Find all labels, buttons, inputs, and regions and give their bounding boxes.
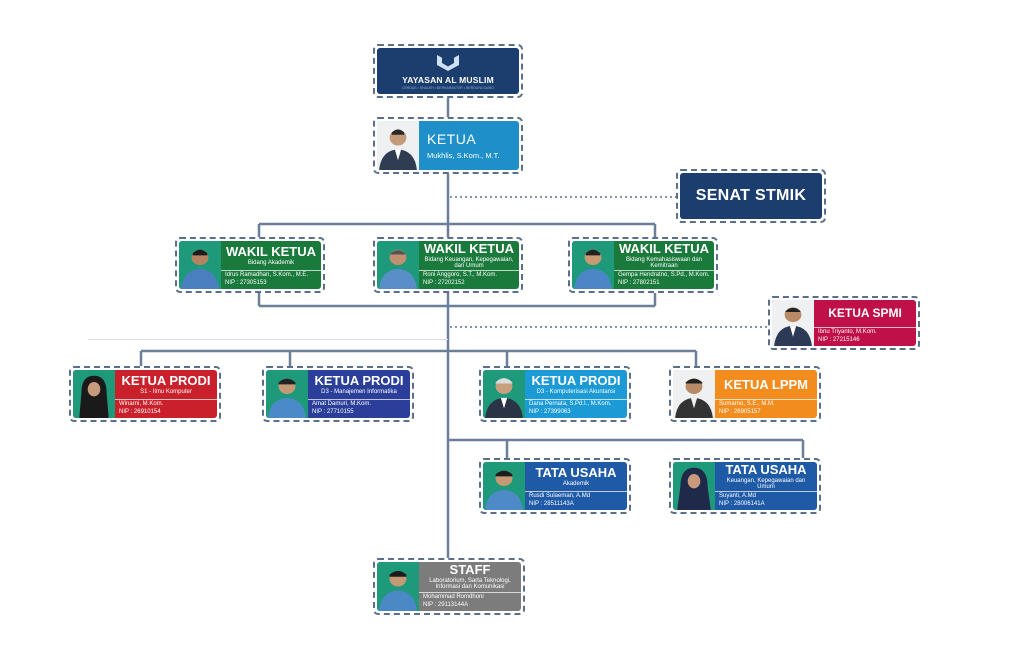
wakil-ketua-kemahasiswaan-name: Gempa Hendratno, S.Pd., M.Kom. — [618, 272, 710, 278]
wakil-ketua-akademik-photo — [179, 241, 221, 289]
ketua-prodi-ka-role: KETUA PRODI — [531, 373, 621, 389]
tata-usaha-akademik-bidang: Akademik — [562, 480, 590, 487]
ketua-prodi-ka-card: KETUA PRODI D3 - Komputerisasi Akuntansi… — [479, 366, 631, 422]
wakil-ketua-akademik-card: WAKIL KETUA Bidang Akademik Idrus Ramadh… — [175, 237, 325, 293]
ketua-prodi-mi-role: KETUA PRODI — [314, 373, 404, 389]
senat-stmik-card: SENAT STMIK — [676, 169, 826, 223]
tata-usaha-akademik-role: TATA USAHA — [535, 465, 617, 481]
ketua-prodi-ka-nip: NIP : 27399063 — [529, 408, 571, 415]
ketua-prodi-mi-program: D3 - Manajemen Informatika — [321, 388, 397, 395]
wakil-ketua-keuangan-nip: NIP : 27202152 — [423, 279, 465, 286]
tata-usaha-keuangan-nip: NIP : 28006141A — [719, 500, 765, 507]
ketua-spmi-name: Ibnu Triyanto, M.Kom. — [818, 329, 877, 335]
wakil-ketua-akademik-name: Idrus Ramadhan, S.Kom., M.E. — [225, 272, 309, 278]
ketua-lppm-photo — [673, 370, 715, 418]
ketua-prodi-s1-card: KETUA PRODI S1 - Ilmu Komputer Winarni, … — [69, 366, 221, 422]
wakil-ketua-akademik-bidang: Bidang Akademik — [247, 259, 295, 266]
yayasan-logo-icon — [437, 54, 459, 71]
ketua-spmi-card: KETUA SPMI Ibnu Triyanto, M.Kom. NIP : 2… — [768, 296, 920, 350]
yayasan-logo-card: YAYASAN AL MUSLIM CERDAS • SHALEH • BERK… — [373, 44, 523, 98]
ketua-prodi-s1-nip: NIP : 26910154 — [119, 408, 161, 415]
staff-bidang: Laboratorium, Sarta Teknologi, Informasi… — [429, 578, 511, 591]
ketua-prodi-s1-program: S1 - Ilmu Komputer — [140, 388, 192, 395]
ketua-prodi-ka-name: Dana Pernata, S.Pd.I., M.Kom. — [529, 401, 612, 407]
tata-usaha-keuangan-photo — [673, 462, 715, 510]
ketua-prodi-s1-photo — [73, 370, 115, 418]
ketua-prodi-s1-name: Winarni, M.Kom. — [119, 401, 164, 407]
ketua-spmi-photo — [772, 300, 814, 346]
staff-card: STAFF Laboratorium, Sarta Teknologi, Inf… — [373, 558, 525, 615]
yayasan-tagline: CERDAS • SHALEH • BERKARAKTER • BERDAYA … — [401, 85, 495, 90]
ketua-prodi-ka-photo — [483, 370, 525, 418]
wakil-ketua-keuangan-bidang: Bidang Keuangan, Kepegawaian, dan Umum — [424, 256, 514, 269]
tata-usaha-keuangan-role: TATA USAHA — [725, 462, 807, 477]
ketua-prodi-mi-photo — [266, 370, 308, 418]
separator-line — [88, 339, 448, 340]
ketua-card: KETUA Mukhlis, S.Kom., M.T. — [373, 117, 523, 174]
ketua-lppm-role: KETUA LPPM — [723, 376, 809, 392]
wakil-ketua-kemahasiswaan-photo — [572, 241, 614, 289]
wakil-ketua-kemahasiswaan-card: WAKIL KETUA Bidang Kemahasiswaan dan Kem… — [568, 237, 718, 293]
senat-label: SENAT STMIK — [695, 187, 807, 204]
ketua-spmi-role: KETUA SPMI — [828, 306, 902, 321]
tata-usaha-akademik-nip: NIP : 28511143A — [529, 500, 574, 507]
yayasan-name: YAYASAN AL MUSLIM — [402, 74, 494, 85]
tata-usaha-akademik-card: TATA USAHA Akademik Rusdi Sulaeman, A.Md… — [479, 458, 631, 514]
staff-name: Mohammad Romdhoni — [423, 594, 484, 600]
wakil-ketua-kemahasiswaan-role: WAKIL KETUA — [618, 241, 710, 256]
wakil-ketua-akademik-role: WAKIL KETUA — [225, 244, 317, 260]
tata-usaha-keuangan-name: Suyanti, A.Md — [719, 493, 757, 499]
ketua-prodi-ka-program: D3 - Komputerisasi Akuntansi — [536, 388, 616, 395]
wakil-ketua-keuangan-name: Roni Anggoro, S.T., M.Kom. — [423, 272, 498, 278]
ketua-name: Mukhlis, S.Kom., M.T. — [427, 151, 500, 160]
wakil-ketua-akademik-nip: NIP : 27305153 — [225, 279, 267, 286]
ketua-lppm-card: KETUA LPPM Sumarno, S.E., M.M. NIP : 269… — [669, 366, 821, 422]
ketua-lppm-nip: NIP : 26905157 — [719, 408, 761, 415]
tata-usaha-keuangan-card: TATA USAHA Keuangan, Kepegawaian dan Umu… — [669, 458, 821, 514]
ketua-prodi-mi-name: Amat Damuri, M.Kom. — [312, 401, 372, 407]
tata-usaha-keuangan-bidang: Keuangan, Kepegawaian dan Umum — [726, 477, 806, 490]
wakil-ketua-kemahasiswaan-nip: NIP : 27802151 — [618, 279, 660, 286]
ketua-spmi-nip: NIP : 27215146 — [818, 336, 860, 343]
ketua-prodi-s1-role: KETUA PRODI — [121, 373, 211, 389]
wakil-ketua-keuangan-card: WAKIL KETUA Bidang Keuangan, Kepegawaian… — [373, 237, 523, 293]
wakil-ketua-kemahasiswaan-bidang: Bidang Kemahasiswaan dan Kemitraan — [625, 256, 703, 269]
staff-nip: NIP : 29113144A — [423, 601, 469, 608]
ketua-photo — [377, 121, 419, 170]
wakil-ketua-keuangan-photo — [377, 241, 419, 289]
ketua-role: KETUA — [427, 131, 477, 147]
ketua-prodi-mi-nip: NIP : 27710155 — [312, 408, 354, 415]
staff-role: STAFF — [449, 562, 491, 578]
tata-usaha-akademik-name: Rusdi Sulaeman, A.Md — [529, 493, 591, 499]
staff-photo — [377, 562, 419, 611]
ketua-lppm-name: Sumarno, S.E., M.M. — [719, 401, 775, 407]
ketua-prodi-mi-card: KETUA PRODI D3 - Manajemen Informatika A… — [262, 366, 414, 422]
tata-usaha-akademik-photo — [483, 462, 525, 510]
wakil-ketua-keuangan-role: WAKIL KETUA — [423, 241, 515, 256]
